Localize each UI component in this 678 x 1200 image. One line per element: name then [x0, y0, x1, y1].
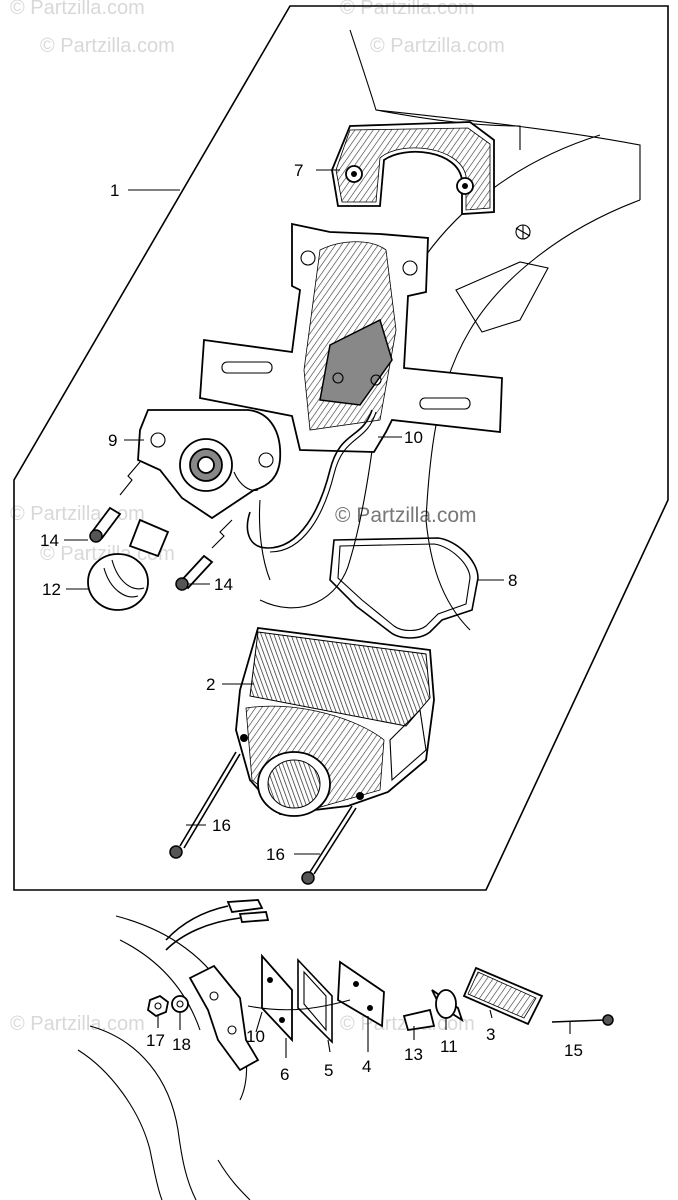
rear-fender — [258, 29, 641, 631]
callout-4: 4 — [362, 1057, 371, 1076]
part-12-bulb — [87, 518, 170, 611]
part-18-washer — [171, 995, 189, 1013]
part-15-screw — [551, 1014, 614, 1026]
callout-6: 6 — [280, 1065, 289, 1084]
part-10-base — [261, 953, 293, 1043]
callout-10-lower: 10 — [246, 1027, 265, 1046]
callout-11: 11 — [440, 1037, 458, 1056]
callout-17: 17 — [146, 1031, 165, 1050]
lower-bracket — [188, 964, 260, 1072]
watermark: © Partzilla.com — [335, 504, 477, 527]
part-17-nut — [147, 994, 169, 1018]
callout-5: 5 — [324, 1061, 333, 1080]
wire-10 — [246, 409, 373, 549]
part-3-lens — [462, 966, 544, 1026]
callout-8: 8 — [508, 571, 517, 590]
watermark: © Partzilla.com — [10, 503, 145, 525]
callout-13: 13 — [404, 1045, 423, 1064]
part-2-tail-light — [235, 627, 435, 817]
watermark-layer: © Partzilla.com © Partzilla.com © Partzi… — [10, 0, 505, 1035]
watermark: © Partzilla.com — [10, 0, 145, 19]
callout-9: 9 — [108, 431, 117, 450]
callout-16-lower: 16 — [266, 845, 285, 864]
part-8-gasket — [329, 537, 479, 639]
watermark: © Partzilla.com — [10, 1013, 145, 1035]
part-9-socket — [137, 409, 282, 520]
lower-wires — [165, 899, 270, 951]
callout-12: 12 — [42, 580, 61, 599]
callout-3: 3 — [486, 1025, 495, 1044]
part-16-screw-left — [169, 751, 241, 859]
part-4-plate — [337, 960, 385, 1028]
callout-16-upper: 16 — [212, 816, 231, 835]
leader-lines — [64, 169, 571, 1058]
part-14-screw-upper — [89, 506, 122, 543]
part-16-screw-right — [301, 805, 357, 885]
callout-2: 2 — [206, 675, 215, 694]
callouts: 1 2 3 4 5 6 7 8 9 10 10 11 12 13 14 14 1… — [40, 161, 583, 1084]
part-7-bracket — [331, 121, 495, 215]
license-bracket — [199, 222, 503, 453]
callout-1: 1 — [110, 181, 119, 200]
callout-14-right: 14 — [214, 575, 233, 594]
watermark: © Partzilla.com — [340, 0, 475, 19]
part-14-screw-lower — [175, 554, 214, 591]
part-13-bulb — [402, 1008, 436, 1032]
watermark: © Partzilla.com — [40, 35, 175, 57]
wire-lower — [247, 999, 351, 1011]
callout-14-left: 14 — [40, 531, 59, 550]
callout-18: 18 — [172, 1035, 191, 1054]
callout-10-upper: 10 — [404, 428, 423, 447]
callout-15: 15 — [564, 1041, 583, 1060]
part-6-gasket — [297, 957, 333, 1044]
callout-7: 7 — [294, 161, 303, 180]
assembly-outline — [13, 5, 669, 891]
watermark: © Partzilla.com — [370, 35, 505, 57]
lower-fender — [77, 915, 251, 1200]
